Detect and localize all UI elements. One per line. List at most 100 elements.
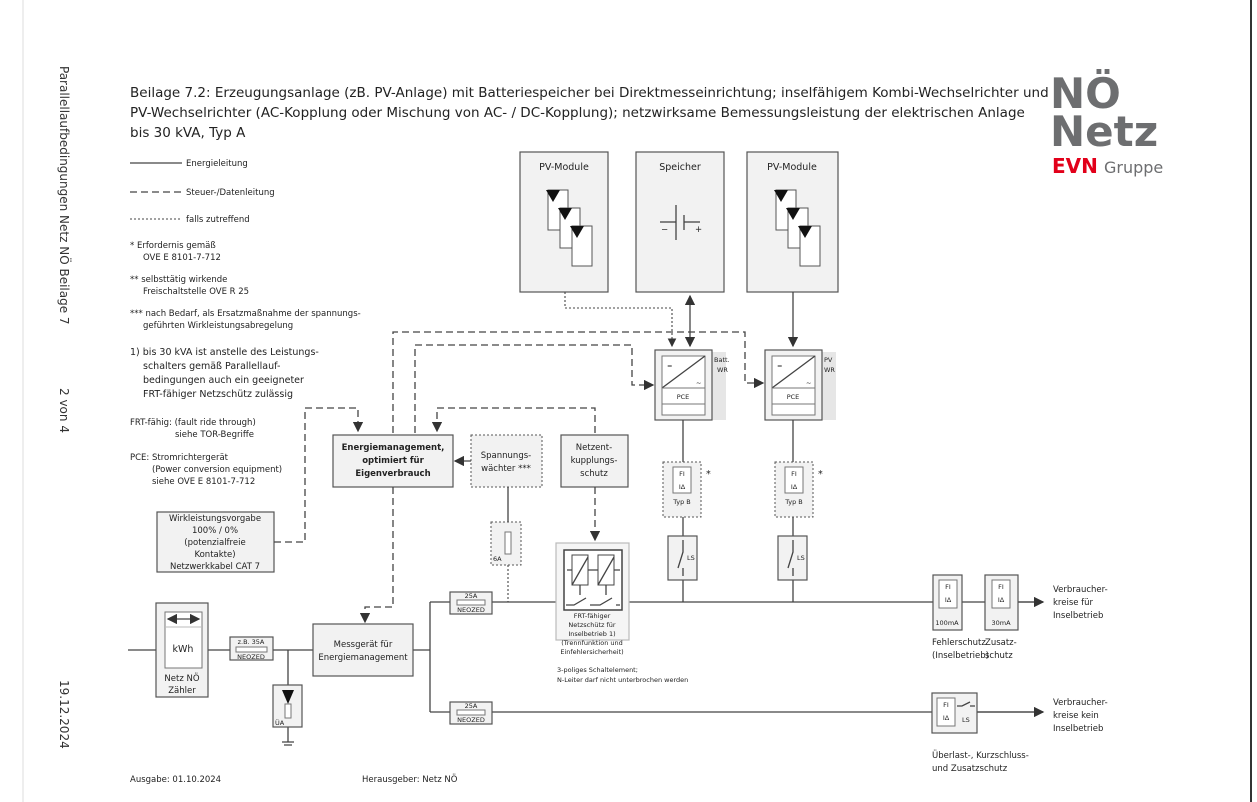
svg-text:LS: LS: [797, 554, 805, 562]
svg-text:kupplungs-: kupplungs-: [571, 456, 618, 466]
svg-text:Beilage 7.2: Erzeugungsanlage: Beilage 7.2: Erzeugungsanlage (zB. PV-An…: [130, 85, 1049, 101]
power-lines: [128, 601, 1043, 713]
grid-meter: kWh Netz NÖ Zähler: [155, 602, 209, 698]
svg-text:FRT-fähiger: FRT-fähiger: [574, 612, 611, 620]
grid-decoupling-protection-box: Netzent- kupplungs- schutz: [560, 434, 629, 488]
control-line-pv-wr: [392, 331, 765, 433]
svg-text:kreise für: kreise für: [1053, 598, 1094, 608]
svg-text:(potenzialfreie: (potenzialfreie: [184, 538, 245, 548]
svg-text:siehe TOR-Begriffe: siehe TOR-Begriffe: [175, 430, 254, 440]
footer-issue: Ausgabe: 01.10.2024: [130, 775, 221, 785]
pv1-dc-link: [564, 292, 677, 348]
svg-text:(Trennfunktion und: (Trennfunktion und: [561, 639, 623, 647]
svg-text:*: *: [706, 469, 711, 480]
svg-text:PV: PV: [824, 356, 833, 364]
pv-inverter: =~ PCE PV WR: [764, 349, 836, 421]
svg-text:25A: 25A: [465, 702, 478, 710]
svg-text:+: +: [695, 225, 702, 235]
svg-text:OVE E 8101-7-712: OVE E 8101-7-712: [143, 253, 221, 263]
voltage-guard-box: Spannungs- wächter ***: [470, 434, 543, 488]
control-line-batt-wr: [414, 344, 655, 433]
main-fuse: z.B. 35A NEOZED: [229, 636, 274, 661]
svg-text:falls zutreffend: falls zutreffend: [186, 215, 250, 225]
svg-text:LS: LS: [687, 554, 695, 562]
svg-text:LS: LS: [962, 716, 970, 724]
svg-text:geführten Wirkleistungsabregel: geführten Wirkleistungsabregelung: [143, 321, 293, 331]
rcd-typ-b-pv: FI IΔ Typ B *: [774, 461, 823, 518]
sidebar-doc-title: Parallellaufbedingungen Netz NÖ Beilage …: [57, 66, 73, 325]
svg-text:Energiemanagement,: Energiemanagement,: [342, 443, 445, 453]
svg-text:Netzwerkkabel CAT 7: Netzwerkkabel CAT 7: [170, 562, 260, 572]
svg-text:Inselbetrieb: Inselbetrieb: [1053, 611, 1103, 621]
svg-text:Netz NÖ: Netz NÖ: [164, 673, 199, 684]
svg-text:25A: 25A: [465, 592, 478, 600]
svg-text:und Zusatzschutz: und Zusatzschutz: [932, 764, 1008, 774]
svg-text:FI: FI: [943, 701, 949, 709]
svg-text:*: *: [818, 469, 823, 480]
svg-text:Eigenverbrauch: Eigenverbrauch: [355, 469, 430, 479]
svg-text:NEOZED: NEOZED: [457, 606, 485, 614]
svg-text:FI: FI: [945, 583, 951, 591]
svg-text:=: =: [777, 362, 782, 370]
notes: * Erfordernis gemäß OVE E 8101-7-712 ** …: [130, 241, 361, 487]
svg-text:~: ~: [806, 379, 811, 387]
island-loads-label: Verbraucher-: [1053, 585, 1108, 595]
svg-text:*** nach Bedarf, als Ersatzmaß: *** nach Bedarf, als Ersatzmaßnahme der …: [130, 309, 361, 319]
battery-inverter: =~ PCE Batt. WR: [654, 349, 730, 421]
svg-text:Netzent-: Netzent-: [576, 443, 612, 453]
svg-text:=: =: [667, 362, 672, 370]
svg-text:FI: FI: [791, 470, 797, 478]
fault-protection-label: Fehlerschutz: [932, 638, 986, 648]
svg-text:Netzschütz für: Netzschütz für: [568, 621, 615, 629]
svg-text:kWh: kWh: [173, 644, 194, 655]
svg-text:PCE: Stromrichtergerät: PCE: Stromrichtergerät: [130, 453, 229, 463]
svg-text:wächter ***: wächter ***: [481, 464, 531, 474]
svg-text:WR: WR: [717, 366, 728, 374]
svg-text:siehe OVE E 8101-7-712: siehe OVE E 8101-7-712: [152, 477, 255, 487]
svg-text:Spannungs-: Spannungs-: [481, 451, 531, 461]
svg-text:NEOZED: NEOZED: [237, 653, 265, 661]
svg-text:30mA: 30mA: [991, 619, 1011, 627]
svg-text:bis 30 kVA, Typ A: bis 30 kVA, Typ A: [130, 125, 246, 141]
svg-text:WR: WR: [824, 366, 835, 374]
pv-module-2: PV-Module: [746, 151, 839, 293]
svg-text:Kontakte): Kontakte): [194, 550, 235, 560]
page-title: Beilage 7.2: Erzeugungsanlage (zB. PV-An…: [130, 85, 1049, 141]
svg-text:6A: 6A: [493, 555, 502, 563]
rcd-typ-b-batt: FI IΔ Typ B *: [662, 461, 711, 518]
rcd-30ma: FI IΔ 30mA: [984, 574, 1019, 631]
svg-text:kreise kein: kreise kein: [1053, 711, 1099, 721]
legend: Energieleitung Steuer-/Datenleitung fall…: [130, 159, 275, 225]
logo: NÖ Netz EVN Gruppe: [1050, 68, 1163, 178]
svg-text:Typ B: Typ B: [784, 498, 802, 506]
svg-text:schutz: schutz: [580, 469, 608, 479]
svg-text:Inselbetrieb 1): Inselbetrieb 1): [568, 630, 615, 638]
svg-text:z.B. 35A: z.B. 35A: [238, 638, 265, 646]
storage-battery: Speicher −+: [635, 151, 725, 293]
svg-text:FI: FI: [998, 583, 1004, 591]
svg-text:Netz: Netz: [1050, 107, 1158, 156]
svg-text:bedingungen auch ein geeignete: bedingungen auch ein geeigneter: [143, 375, 304, 386]
svg-text:IΔ: IΔ: [791, 483, 798, 491]
sidebar-page: 2 von 4: [57, 388, 71, 433]
svg-text:(Power conversion equipment): (Power conversion equipment): [152, 465, 282, 475]
circuit-breaker-batt: LS: [667, 535, 698, 581]
overload-protection-label: Überlast-, Kurzschluss-: [932, 750, 1029, 761]
svg-text:Einfehlersicherheit): Einfehlersicherheit): [560, 648, 623, 656]
svg-text:IΔ: IΔ: [943, 714, 950, 722]
svg-text:Typ B: Typ B: [672, 498, 690, 506]
svg-text:* Erfordernis gemäß: * Erfordernis gemäß: [130, 241, 216, 251]
three-pole-note-2: N-Leiter darf nicht unterbrochen werden: [557, 676, 688, 684]
fuse-island-branch: 25A NEOZED: [449, 591, 493, 615]
svg-text:PV-Module: PV-Module: [767, 162, 817, 173]
svg-text:−: −: [661, 225, 668, 235]
control-line-meter: [359, 487, 394, 624]
non-island-loads-label: Verbraucher-: [1053, 698, 1108, 708]
svg-text:NEOZED: NEOZED: [457, 716, 485, 724]
svg-text:PV-Module: PV-Module: [539, 162, 589, 173]
svg-text:Gruppe: Gruppe: [1104, 158, 1163, 177]
control-line-decoupling: [431, 407, 596, 433]
svg-text:Batt.: Batt.: [714, 356, 730, 364]
svg-text:ÜA: ÜA: [275, 718, 285, 727]
svg-text:EVN: EVN: [1052, 154, 1098, 178]
